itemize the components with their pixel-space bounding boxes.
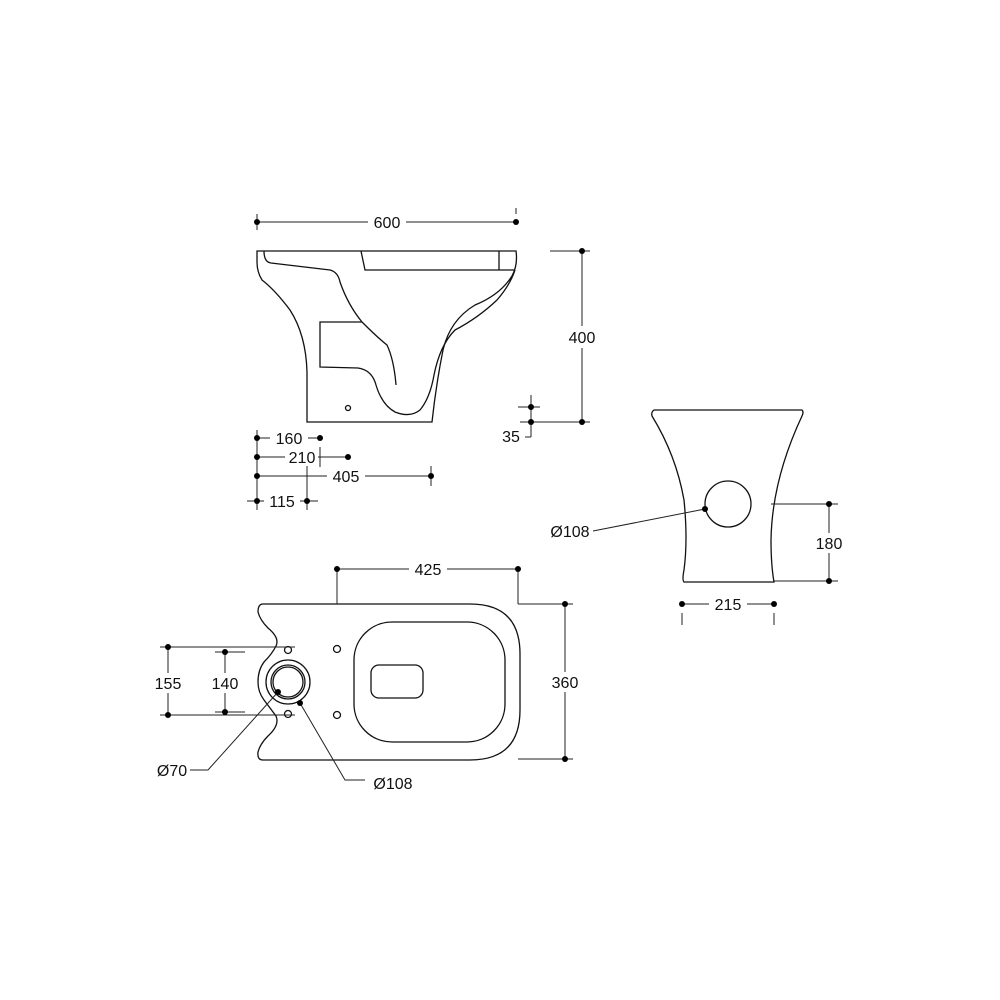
plan-outline	[257, 603, 521, 761]
dim-600-label: 600	[374, 215, 401, 232]
dim-360-label: 360	[552, 675, 579, 692]
dim-108-label: Ø108	[373, 776, 412, 793]
leader-108: Ø108	[297, 700, 413, 793]
plan-hole	[332, 644, 342, 654]
dim-140-label: 140	[212, 676, 239, 693]
rear-outlet-label: Ø108	[550, 524, 589, 541]
plan-outlet-ring	[270, 664, 306, 700]
plan-hole	[283, 709, 293, 719]
plan-hole	[283, 645, 293, 655]
dim-155-label: 155	[155, 676, 182, 693]
leader-70: Ø70	[157, 689, 281, 780]
plan-outlet-inner	[272, 666, 304, 698]
dim-lower: 160 210 405 115	[247, 429, 434, 511]
dim-600: 600	[254, 208, 519, 232]
dim-405-label: 405	[333, 469, 360, 486]
dim-215: 215	[679, 595, 777, 625]
dim-35-label: 35	[502, 429, 520, 446]
dim-180-label: 180	[816, 536, 843, 553]
plan-hole	[332, 710, 342, 720]
plan-bowl-waste	[370, 664, 424, 699]
side-fixing-hole	[344, 404, 352, 412]
side-trap-line	[263, 250, 397, 386]
side-seat-line	[360, 250, 514, 271]
dim-215-label: 215	[715, 597, 742, 614]
rear-outline	[651, 409, 804, 583]
dim-180: 180	[771, 501, 847, 584]
dim-360: 360	[518, 601, 584, 762]
dim-210-label: 210	[289, 450, 316, 467]
dim-35: 35	[502, 395, 540, 446]
side-bowl-curve	[319, 269, 516, 416]
plan-outlet-outer	[265, 659, 311, 705]
dim-400: 400	[520, 248, 601, 425]
rear-view: Ø108 180 215	[550, 409, 847, 625]
dim-425: 425	[334, 560, 521, 604]
dim-155-140: 155 140	[150, 644, 295, 718]
rear-outlet-circle	[704, 480, 752, 528]
side-outline	[256, 250, 518, 423]
dim-70-label: Ø70	[157, 763, 187, 780]
dim-115-label: 115	[269, 494, 295, 511]
dim-160-label: 160	[276, 431, 303, 448]
plan-bowl-rim	[353, 621, 506, 743]
side-view: 600 400 35	[247, 208, 601, 511]
dim-425-label: 425	[415, 562, 442, 579]
dim-400-label: 400	[569, 330, 596, 347]
plan-view: 425 360 155 140 Ø70	[150, 560, 584, 793]
